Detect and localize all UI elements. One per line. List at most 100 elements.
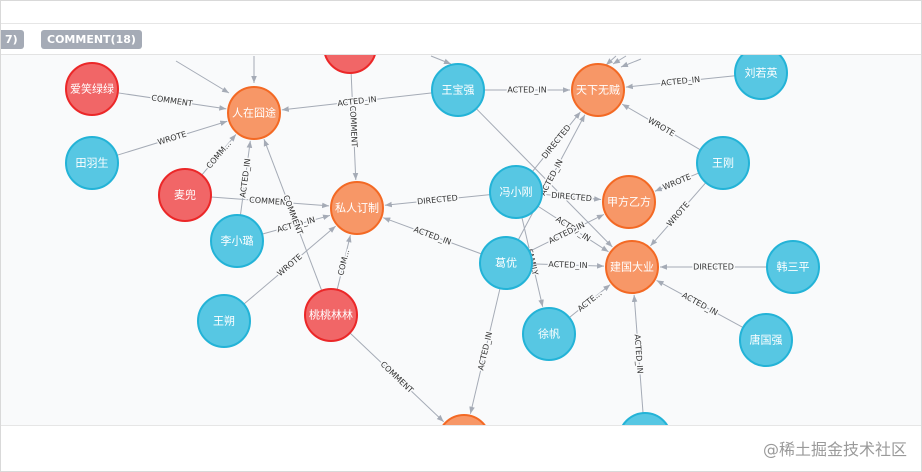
node-fengxiaogang[interactable]: 冯小刚 bbox=[489, 165, 543, 219]
node-tianxia[interactable]: 天下无贼 bbox=[571, 63, 625, 117]
relationship-tag-partial[interactable]: 7) bbox=[1, 30, 24, 49]
edge-line[interactable] bbox=[210, 196, 330, 209]
node-bottomperson[interactable] bbox=[619, 412, 671, 425]
node-wangbaoqiang[interactable]: 王宝强 bbox=[431, 63, 485, 117]
node-taotao[interactable]: 桃桃林林 bbox=[304, 288, 358, 342]
node-geyou[interactable]: 葛优 bbox=[479, 236, 533, 290]
node-tianyusheng[interactable]: 田羽生 bbox=[65, 136, 119, 190]
edge-line[interactable] bbox=[537, 205, 609, 253]
edge-line[interactable] bbox=[117, 92, 227, 111]
edge-line[interactable] bbox=[239, 140, 253, 216]
edge-line[interactable] bbox=[349, 332, 445, 423]
edge-line[interactable] bbox=[529, 213, 605, 252]
person-node-circle[interactable] bbox=[766, 240, 820, 294]
edge-line[interactable] bbox=[517, 114, 586, 241]
node-jiafang[interactable]: 甲方乙方 bbox=[602, 175, 656, 229]
user-node-circle[interactable] bbox=[304, 288, 358, 342]
edge-line[interactable] bbox=[116, 120, 228, 156]
edge-line[interactable] bbox=[384, 194, 491, 208]
node-topred[interactable] bbox=[324, 55, 376, 74]
edge-line[interactable] bbox=[243, 225, 336, 305]
edge-taotao-siren[interactable]: COM...COM... bbox=[335, 235, 353, 290]
person-node-circle[interactable] bbox=[619, 412, 671, 425]
movie-node-circle[interactable] bbox=[330, 181, 384, 235]
edge-line[interactable] bbox=[541, 193, 602, 202]
edge-line[interactable] bbox=[281, 92, 433, 112]
edge-line[interactable] bbox=[383, 217, 482, 255]
movie-node-circle[interactable] bbox=[438, 414, 490, 425]
person-node-circle[interactable] bbox=[522, 307, 576, 361]
person-node-circle[interactable] bbox=[210, 214, 264, 268]
node-hansanping[interactable]: 韩三平 bbox=[766, 240, 820, 294]
relationship-tag-comment[interactable]: COMMENT(18) bbox=[41, 30, 142, 49]
edge-line[interactable] bbox=[656, 279, 744, 329]
node-siren[interactable]: 私人订制 bbox=[330, 181, 384, 235]
edge-line[interactable] bbox=[621, 103, 701, 151]
edge-line[interactable] bbox=[531, 111, 581, 173]
movie-node-circle[interactable] bbox=[227, 86, 281, 140]
node-bottommovie[interactable] bbox=[438, 414, 490, 425]
user-node-circle[interactable] bbox=[65, 62, 119, 116]
edge-label-acted-in: ACTED_IN bbox=[337, 95, 377, 108]
edge-line[interactable] bbox=[469, 288, 501, 414]
person-node-circle[interactable] bbox=[197, 294, 251, 348]
person-node-circle[interactable] bbox=[65, 136, 119, 190]
node-wanggang[interactable]: 王刚 bbox=[696, 136, 750, 190]
person-node-circle[interactable] bbox=[489, 165, 543, 219]
person-node-circle[interactable] bbox=[734, 55, 788, 100]
movie-node-circle[interactable] bbox=[571, 63, 625, 117]
node-lixiaolu[interactable]: 李小璐 bbox=[210, 214, 264, 268]
edge-line[interactable] bbox=[201, 134, 237, 176]
graph-svg[interactable]: COMMENTCOMMENTWROTEWROTECOMM...COMM...CO… bbox=[1, 55, 921, 425]
node-maidou[interactable]: 麦兜 bbox=[158, 168, 212, 222]
node-aixiao[interactable]: 爱笑绿绿 bbox=[65, 62, 119, 116]
edge-maidou-renzaijiongtu[interactable]: COMM...COMM... bbox=[201, 134, 237, 176]
edge-line[interactable] bbox=[475, 108, 613, 248]
movie-node-circle[interactable] bbox=[605, 240, 659, 294]
node-renzaijiongtu[interactable]: 人在囧途 bbox=[227, 86, 281, 140]
movie-node-circle[interactable] bbox=[602, 175, 656, 229]
edge-xufan-jianguo[interactable]: ACTE...ACTE... bbox=[568, 284, 611, 319]
user-node-circle[interactable] bbox=[158, 168, 212, 222]
user-node-circle[interactable] bbox=[324, 55, 376, 74]
node-tangguoqiang[interactable]: 唐国强 bbox=[739, 313, 793, 367]
edge-line[interactable] bbox=[625, 75, 736, 90]
edge-line[interactable] bbox=[336, 235, 352, 290]
edge-line[interactable] bbox=[350, 72, 359, 181]
node-jianguo[interactable]: 建国大业 bbox=[605, 240, 659, 294]
edge-line[interactable] bbox=[531, 263, 605, 269]
node-liuruoying[interactable]: 刘若英 bbox=[734, 55, 788, 100]
edge-line[interactable] bbox=[568, 284, 611, 319]
edge-line[interactable] bbox=[650, 182, 707, 247]
edge-line[interactable] bbox=[261, 214, 331, 235]
person-node-circle[interactable] bbox=[696, 136, 750, 190]
node-xufan[interactable]: 徐帆 bbox=[522, 307, 576, 361]
node-wangshuo[interactable]: 王朔 bbox=[197, 294, 251, 348]
person-node-circle[interactable] bbox=[479, 236, 533, 290]
edge-line[interactable] bbox=[263, 138, 323, 291]
person-node-circle[interactable] bbox=[431, 63, 485, 117]
edge-wangbaoqiang-jianguo[interactable] bbox=[475, 108, 613, 248]
edge-line[interactable] bbox=[631, 294, 644, 414]
edge-line[interactable] bbox=[654, 172, 700, 192]
person-node-circle[interactable] bbox=[739, 313, 793, 367]
